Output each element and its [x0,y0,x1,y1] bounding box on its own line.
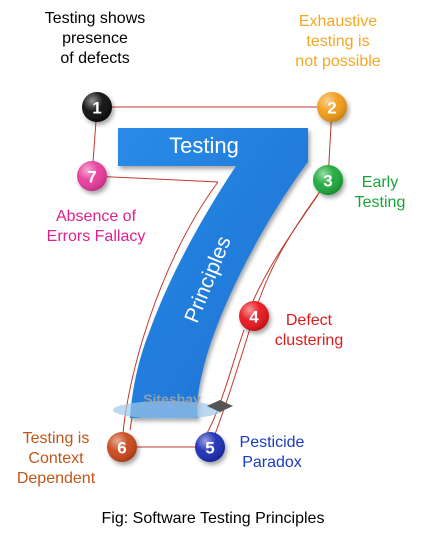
principle-label-line: of defects [60,50,130,67]
big-seven-shape [118,128,308,418]
graduation-cap-icon [207,400,233,412]
seven-body [118,128,308,418]
principle-label-7: Absence of Errors Fallacy [36,207,156,247]
principle-number: 1 [92,99,101,118]
principle-label-2: Exhaustive testing is not possible [268,12,408,72]
principle-label-line: Context [28,450,84,467]
principle-number: 3 [323,172,332,191]
principle-label-4: Defect clustering [264,311,354,351]
watermark-text: Sitesbay [143,391,201,407]
principle-circle-2: 2 [317,92,347,122]
principle-circle-gloss [313,165,343,195]
principle-label-line: Testing [354,194,406,211]
principle-circle-1: 1 [82,92,112,122]
connector-4-5 [209,315,255,448]
principle-circles: 1 2 3 4 5 6 7 [77,92,347,462]
principle-number: 2 [327,99,336,118]
principle-label-line: clustering [274,332,344,349]
principle-label-line: Pesticide [239,434,305,451]
principle-circle-gloss [195,432,225,462]
principle-number: 6 [117,439,126,458]
principle-circle-gloss [107,432,137,462]
principle-circle-5: 5 [195,432,225,462]
principle-circle-3: 3 [313,165,343,195]
principle-circle-gloss [317,92,347,122]
watermark-swoosh [113,401,223,419]
seven-top-word: Testing [169,133,239,158]
principle-label-line: Defect [285,312,333,329]
connector-6-7 [121,181,219,448]
principle-label-line: Errors Fallacy [46,228,146,245]
principle-label-line: Exhaustive [298,13,378,30]
principle-number: 7 [87,168,96,187]
connector-7-top [91,175,219,183]
principle-circle-7: 7 [77,161,107,191]
principle-number: 4 [249,308,259,327]
principle-label-line: testing is [306,33,370,50]
principle-label-line: Paradox [242,454,302,471]
principle-circle-gloss [239,301,269,331]
principle-label-line: Absence of [55,208,137,225]
principle-circle-gloss [77,161,107,191]
principle-label-line: presence [62,30,128,47]
principle-label-line: Dependent [16,470,96,487]
principle-number: 5 [205,439,214,458]
principle-circle-gloss [82,92,112,122]
principle-label-line: Testing is [22,430,90,447]
principle-label-line: Early [361,174,399,191]
principle-circle-4: 4 [239,301,269,331]
principle-circle-6: 6 [107,432,137,462]
principle-label-1: Testing shows presence of defects [20,9,170,69]
principle-label-line: Testing shows [44,10,146,27]
figure-caption: Fig: Software Testing Principles [101,510,325,527]
principle-label-line: not possible [295,53,381,70]
watermark: Sitesbay [113,391,233,419]
